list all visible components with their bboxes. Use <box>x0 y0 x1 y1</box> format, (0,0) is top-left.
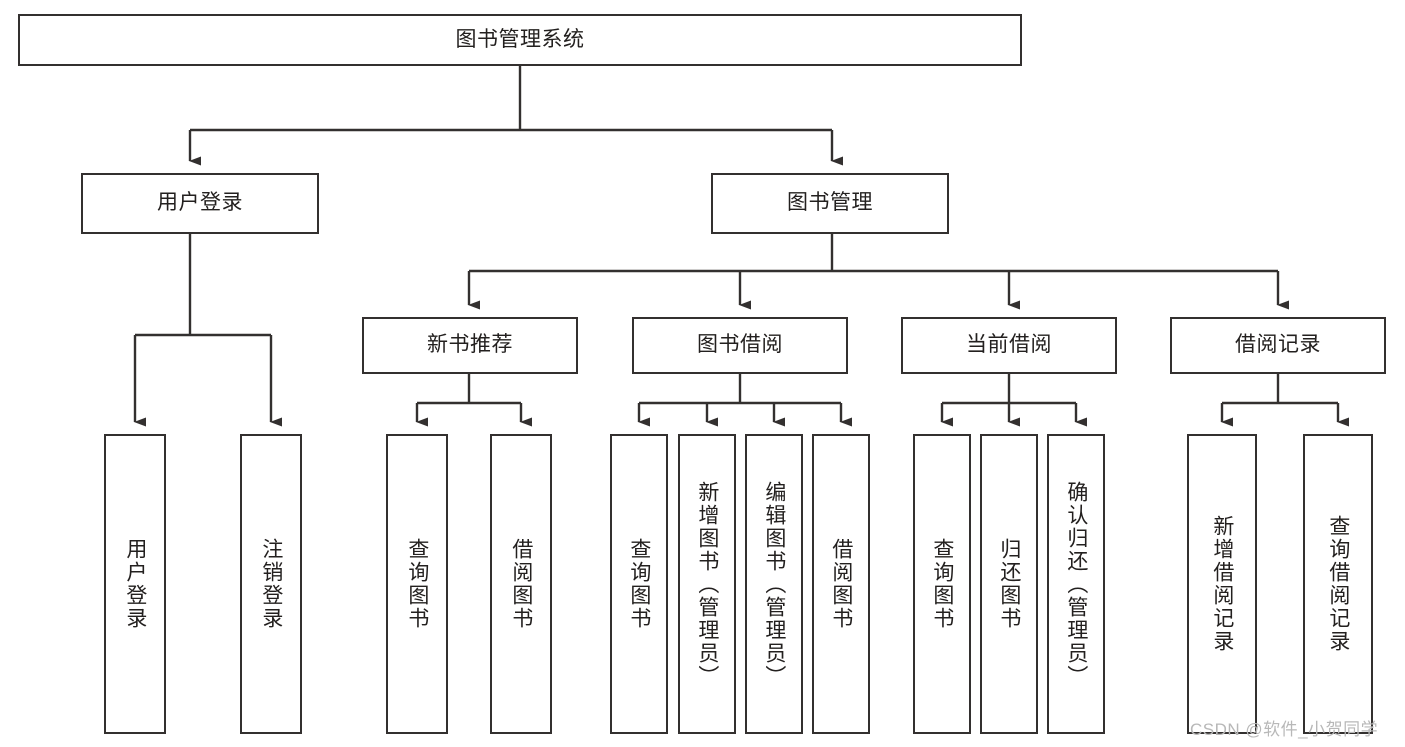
leaf-current-borrow-confirm-return-admin[interactable]: 确认归还（管理员） <box>1047 434 1105 734</box>
node-borrow-record[interactable]: 借阅记录 <box>1170 317 1386 374</box>
leaf-new-book-query-book[interactable]: 查询图书 <box>386 434 448 734</box>
node-label: 查询图书 <box>627 538 651 630</box>
node-label: 查询借阅记录 <box>1326 515 1350 653</box>
node-label: 借阅图书 <box>509 538 533 630</box>
node-new-book-recommend[interactable]: 新书推荐 <box>362 317 578 374</box>
node-label: 用户登录 <box>157 191 243 215</box>
leaf-book-borrow-edit-book-admin[interactable]: 编辑图书（管理员） <box>745 434 803 734</box>
node-label: 借阅图书 <box>829 538 853 630</box>
node-label: 查询图书 <box>405 538 429 630</box>
node-label: 注销登录 <box>259 538 283 630</box>
node-book-borrow[interactable]: 图书借阅 <box>632 317 848 374</box>
leaf-book-borrow-add-book-admin[interactable]: 新增图书（管理员） <box>678 434 736 734</box>
leaf-current-borrow-return-book[interactable]: 归还图书 <box>980 434 1038 734</box>
node-label: 查询图书 <box>930 538 954 630</box>
node-label: 新增借阅记录 <box>1210 515 1234 653</box>
node-label: 归还图书 <box>997 538 1021 630</box>
node-current-borrow[interactable]: 当前借阅 <box>901 317 1117 374</box>
node-label: 图书管理 <box>787 191 873 215</box>
leaf-new-book-borrow-book[interactable]: 借阅图书 <box>490 434 552 734</box>
leaf-borrow-record-add-record[interactable]: 新增借阅记录 <box>1187 434 1257 734</box>
node-root-book-management-system[interactable]: 图书管理系统 <box>18 14 1022 66</box>
leaf-current-borrow-query-book[interactable]: 查询图书 <box>913 434 971 734</box>
leaf-borrow-record-query-record[interactable]: 查询借阅记录 <box>1303 434 1373 734</box>
leaf-user-login-login[interactable]: 用户登录 <box>104 434 166 734</box>
node-label: 新增图书（管理员） <box>695 480 719 688</box>
node-label: 当前借阅 <box>966 333 1052 357</box>
node-label: 图书借阅 <box>697 333 783 357</box>
csdn-watermark: CSDN @软件_小贺同学 <box>1190 720 1379 739</box>
leaf-book-borrow-query-book[interactable]: 查询图书 <box>610 434 668 734</box>
node-label: 确认归还（管理员） <box>1064 480 1088 688</box>
leaf-user-login-logout[interactable]: 注销登录 <box>240 434 302 734</box>
node-label: 图书管理系统 <box>455 27 585 51</box>
leaf-book-borrow-borrow-book[interactable]: 借阅图书 <box>812 434 870 734</box>
node-label: 用户登录 <box>123 538 147 630</box>
node-label: 编辑图书（管理员） <box>762 480 786 688</box>
node-user-login[interactable]: 用户登录 <box>81 173 319 234</box>
node-label: 借阅记录 <box>1235 333 1321 357</box>
node-book-management[interactable]: 图书管理 <box>711 173 949 234</box>
node-label: 新书推荐 <box>427 333 513 357</box>
